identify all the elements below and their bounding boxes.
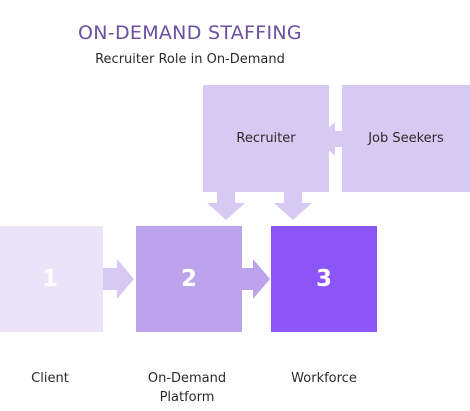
diagram-subtitle: Recruiter Role in On-Demand [95, 52, 285, 67]
step-3-number: 3 [315, 266, 332, 292]
arrow-recruiter-to-workforce [274, 192, 312, 220]
arrow-client-to-platform [103, 259, 134, 299]
job-seekers-label: Job Seekers [368, 131, 444, 146]
step-1-box: 1 [0, 226, 103, 332]
step-3-box: 3 [271, 226, 377, 332]
arrow-platform-to-workforce [242, 259, 270, 299]
step-1-number: 1 [41, 266, 58, 292]
caption-client: Client [31, 371, 69, 386]
step-2-number: 2 [180, 266, 197, 292]
job-seekers-box: Job Seekers [342, 85, 470, 192]
caption-workforce: Workforce [291, 371, 357, 386]
recruiter-label: Recruiter [236, 131, 296, 146]
recruiter-box: Recruiter [203, 85, 329, 192]
arrow-recruiter-to-platform [207, 192, 245, 220]
caption-platform: On-Demand Platform [147, 371, 227, 405]
step-2-box: 2 [136, 226, 242, 332]
diagram-title: ON-DEMAND STAFFING [78, 22, 302, 44]
